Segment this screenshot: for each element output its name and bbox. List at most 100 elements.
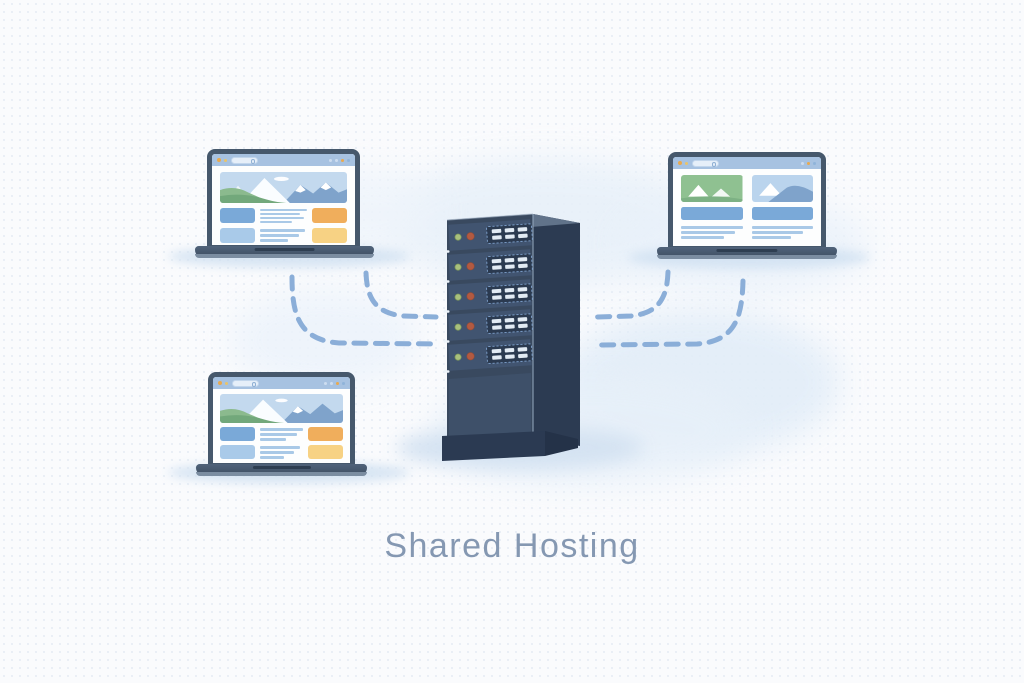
window-dot-icon — [218, 381, 222, 385]
server-side-face — [533, 214, 580, 446]
rack-tick — [443, 280, 450, 283]
search-icon — [711, 162, 716, 167]
server-unit — [448, 279, 533, 311]
vent-slot — [518, 233, 528, 239]
vent-slot — [517, 227, 528, 232]
window-dot-icon — [217, 158, 221, 162]
text-block — [681, 225, 743, 239]
server-base — [442, 431, 545, 461]
led-red-icon — [466, 352, 475, 361]
vent-slot — [517, 257, 528, 262]
vent-slot — [492, 235, 502, 240]
vent-slot — [518, 263, 528, 269]
text-block — [260, 228, 307, 243]
illustration-title: Shared Hosting — [384, 527, 640, 565]
text-block — [751, 225, 813, 239]
vent-slot — [517, 317, 528, 322]
rack-tick — [443, 310, 450, 313]
toolbar-dot-icon — [335, 158, 338, 162]
laptop-hinge-notch — [254, 247, 315, 251]
vent-slot — [505, 294, 515, 299]
vent-slot — [491, 288, 502, 294]
connection-line-right-outer — [593, 278, 746, 348]
vent-slot — [491, 258, 502, 264]
led-red-icon — [466, 292, 475, 301]
browser-toolbar — [673, 157, 821, 169]
vent-slot — [492, 355, 502, 360]
image-card-blue — [751, 175, 813, 202]
laptop-base — [657, 247, 837, 259]
browser-toolbar — [213, 377, 350, 389]
vent-slot — [518, 293, 528, 299]
toolbar-dot-icon — [342, 381, 345, 385]
rack-tick — [443, 340, 450, 343]
content-card — [220, 427, 255, 441]
led-green-icon — [454, 233, 462, 241]
led-green-icon — [454, 293, 462, 301]
laptop-screen — [668, 152, 826, 251]
content-column — [751, 175, 813, 239]
vent-slot — [505, 324, 515, 329]
content-card — [220, 445, 255, 459]
server-rack — [442, 213, 580, 461]
vent-slot — [504, 287, 515, 293]
server-edge-highlight — [446, 213, 534, 221]
toolbar-dot-icon — [336, 381, 339, 385]
connection-line-right-inner — [593, 269, 671, 320]
window-dot-icon — [224, 158, 227, 162]
toolbar-dot-icon — [329, 158, 332, 162]
vent-slot — [491, 228, 502, 234]
server-blank-panel — [449, 373, 531, 439]
laptop-hinge-notch — [252, 465, 311, 469]
laptop-screen — [207, 149, 360, 250]
content-card — [751, 207, 813, 220]
text-block — [260, 427, 303, 441]
connection-line-left-inner — [363, 270, 439, 320]
vent-slot — [492, 325, 502, 330]
toolbar-dot-icon — [801, 161, 804, 165]
led-red-icon — [466, 262, 475, 271]
vent-slot — [518, 353, 528, 359]
vent-slot — [517, 287, 528, 292]
vent-slot — [504, 317, 515, 323]
vent-slot — [505, 264, 515, 269]
search-icon — [250, 159, 255, 164]
content-card — [681, 207, 743, 220]
vent-slot — [492, 295, 502, 300]
vent-slot — [504, 227, 515, 233]
browser-toolbar — [212, 154, 355, 166]
text-block — [260, 445, 303, 459]
content-column — [681, 175, 743, 239]
toolbar-dot-icon — [347, 158, 350, 162]
laptop-base — [196, 464, 367, 476]
server-unit — [448, 339, 533, 371]
laptop-screen — [208, 372, 355, 468]
server-unit — [448, 249, 533, 281]
toolbar-dot-icon — [341, 158, 344, 162]
content-card — [220, 228, 255, 243]
toolbar-dot-icon — [330, 381, 333, 385]
window-dot-icon — [225, 381, 228, 385]
vent-slot — [491, 348, 502, 354]
toolbar-dot-icon — [813, 161, 816, 165]
content-card — [312, 228, 347, 243]
led-green-icon — [454, 263, 462, 271]
vent-slot — [492, 265, 502, 270]
rack-tick — [443, 250, 450, 253]
url-bar — [232, 379, 259, 387]
content-card — [308, 445, 343, 459]
laptop-hinge-notch — [716, 248, 778, 252]
vent-slot — [504, 347, 515, 353]
led-red-icon — [466, 232, 475, 241]
laptop-base — [195, 246, 374, 258]
server-unit — [448, 309, 533, 341]
hero-image — [220, 394, 343, 423]
rack-tick — [443, 370, 450, 373]
search-icon — [251, 382, 256, 387]
toolbar-dot-icon — [807, 161, 810, 165]
vent-slot — [505, 354, 515, 359]
content-card — [312, 208, 347, 223]
url-bar — [231, 156, 258, 164]
